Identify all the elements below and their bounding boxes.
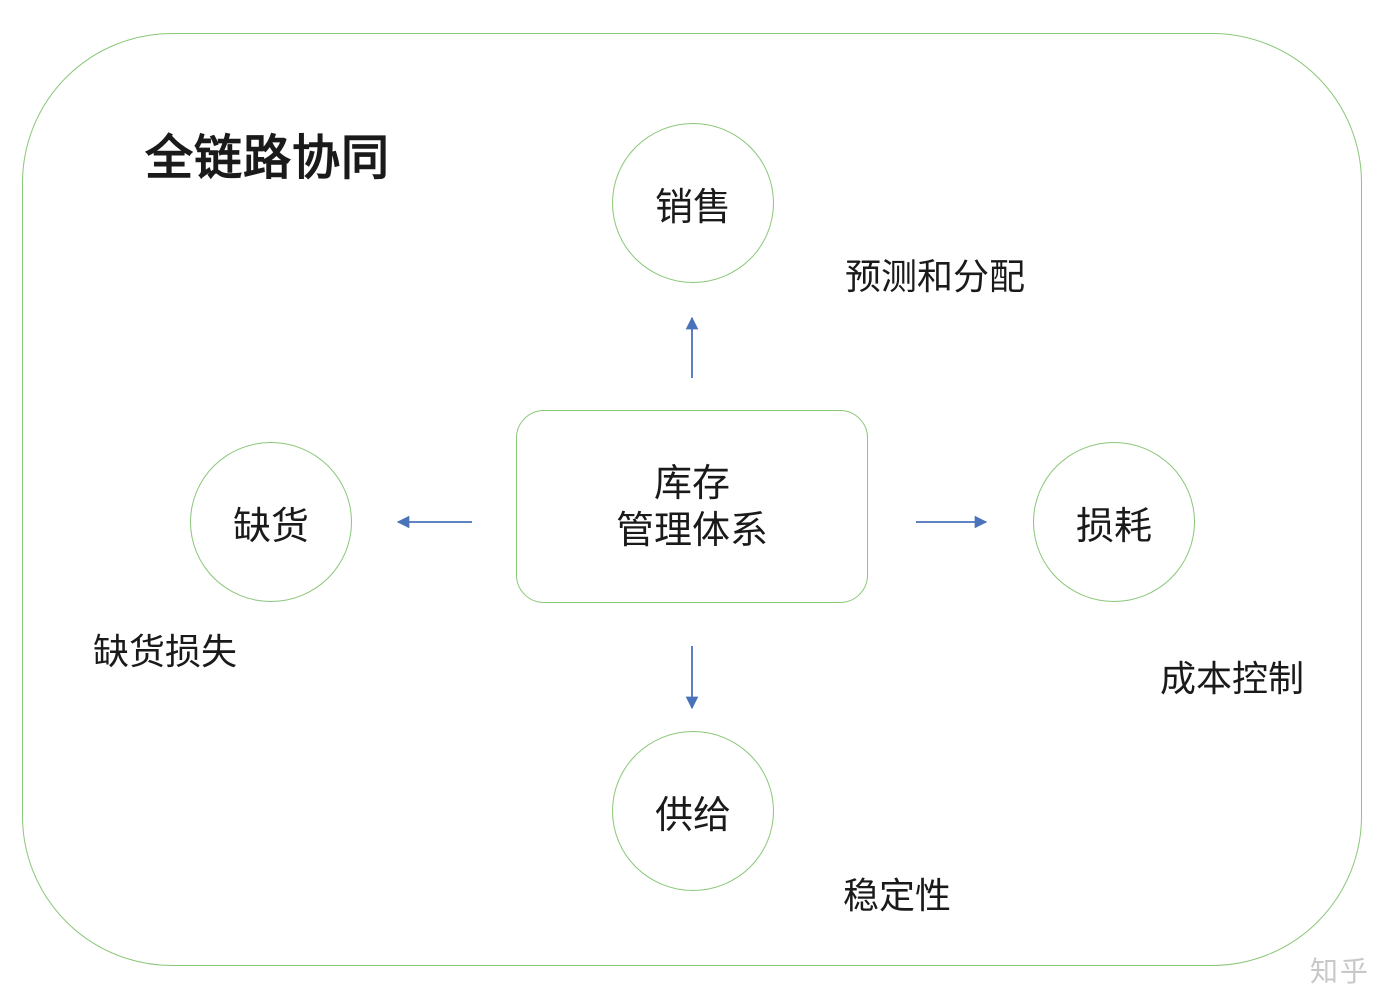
center-node-line2: 管理体系	[615, 507, 768, 552]
note-stability: 稳定性	[843, 876, 952, 917]
diagram-title: 全链路协同	[145, 130, 391, 186]
diagram-frame	[22, 33, 1362, 966]
node-loss: 损耗	[1033, 442, 1195, 602]
center-node-line1: 库存	[653, 461, 730, 506]
watermark-logo: 知乎	[1309, 955, 1370, 988]
note-forecast-allocation: 预测和分配	[845, 257, 1026, 298]
node-sales: 销售	[612, 123, 774, 283]
node-shortage-label: 缺货	[232, 503, 309, 548]
node-loss-label: 损耗	[1075, 503, 1152, 548]
node-shortage: 缺货	[190, 442, 352, 602]
node-supply-label: 供给	[654, 792, 731, 837]
node-sales-label: 销售	[654, 184, 731, 229]
note-shortage-loss: 缺货损失	[93, 632, 238, 673]
node-supply: 供给	[612, 731, 774, 891]
center-node: 库存 管理体系	[516, 410, 868, 603]
note-cost-control: 成本控制	[1160, 659, 1305, 700]
